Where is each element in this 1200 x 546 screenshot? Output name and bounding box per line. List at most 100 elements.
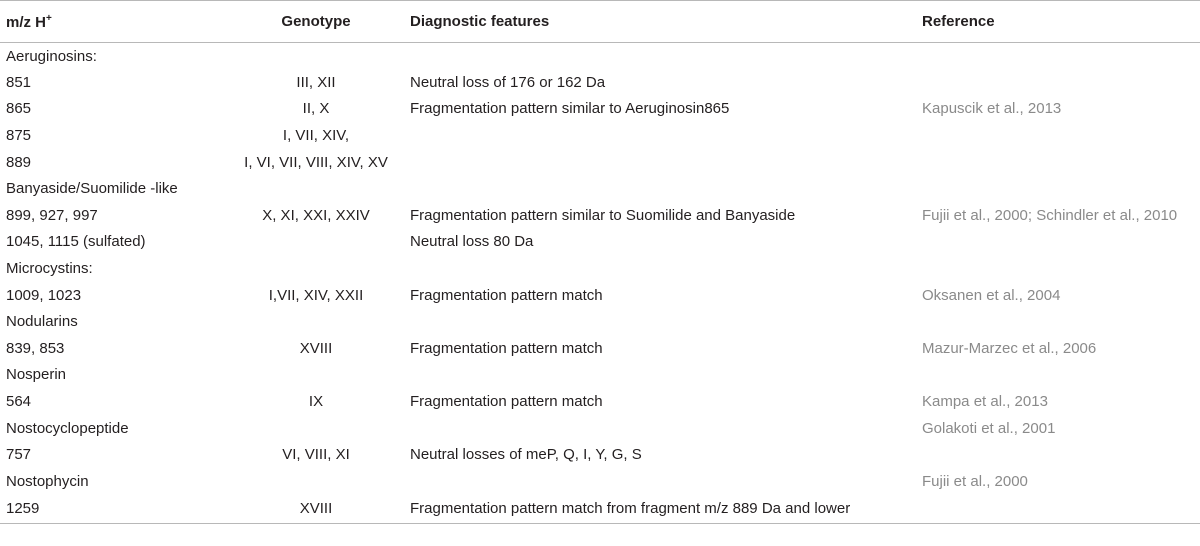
- cell-mz: 1009, 1023: [6, 286, 82, 304]
- cell-reference: Kapuscik et al., 2013: [922, 100, 1062, 118]
- cell-genotype: I, VI, VII, VIII, XIV, XV: [244, 153, 388, 171]
- cell-mz: 1045, 1115 (sulfated): [6, 233, 146, 251]
- cell-genotype: XVIII: [299, 339, 333, 357]
- cell-mz: 839, 853: [6, 339, 65, 357]
- table-row: 875 I, VII, XIV,: [0, 122, 1200, 149]
- cell-mz: 564: [6, 393, 32, 411]
- table-row: 865 II, X Fragmentation pattern similar to…: [0, 96, 1200, 123]
- cell-genotype: [222, 468, 410, 495]
- cell-reference: Fujii et al., 2000; Schindler et al., 20…: [922, 206, 1178, 224]
- cell-genotype: III, XII: [296, 73, 336, 91]
- header-mz-label: m/z H: [6, 13, 47, 31]
- cell-genotype: XVIII: [222, 494, 410, 524]
- cell-genotype: I, VII, XIV,: [282, 127, 350, 145]
- header-features: Diagnostic features: [410, 0, 922, 43]
- cell-reference: Kampa et al., 2013: [922, 393, 1048, 411]
- cell-features: [410, 43, 922, 70]
- cell-features: [410, 415, 922, 442]
- cell-mz: Microcystins:: [6, 260, 93, 278]
- table-row: Nodularins: [0, 308, 1200, 335]
- cell-mz: 1259: [0, 494, 222, 524]
- cell-reference: [922, 308, 1200, 335]
- table-row: 899, 927, 997 X, XI, XXI, XXIV Fragmentati…: [0, 202, 1200, 229]
- table-row: 851 III, XII Neutral loss of 176 or 162 Da: [0, 69, 1200, 96]
- cell-reference: Oksanen et al., 2004: [922, 286, 1061, 304]
- header-reference: Reference: [922, 0, 1200, 43]
- cell-features: Fragmentation pattern match: [410, 393, 603, 411]
- cell-mz: Nosperin: [6, 366, 67, 384]
- cell-features: [410, 362, 922, 389]
- cell-reference: Mazur-Marzec et al., 2006: [922, 339, 1097, 357]
- cell-features: [410, 122, 922, 149]
- data-table: m/z H+ Genotype Diagnostic features Refe…: [0, 0, 1200, 524]
- cell-mz: 757: [6, 446, 32, 464]
- cell-genotype: X, XI, XXI, XXIV: [262, 206, 370, 224]
- cell-mz: 889: [6, 153, 32, 171]
- cell-features: [410, 255, 922, 282]
- cell-features: Fragmentation pattern match: [410, 286, 603, 304]
- cell-reference: [922, 69, 1200, 96]
- cell-mz: 865: [6, 100, 32, 118]
- cell-mz: Nostophycin: [6, 472, 89, 490]
- header-mz-superscript: +: [46, 12, 52, 24]
- cell-genotype: [222, 229, 410, 256]
- cell-reference: [922, 149, 1200, 176]
- cell-genotype: [222, 362, 410, 389]
- cell-mz: Nodularins: [6, 313, 78, 331]
- cell-features: Fragmentation pattern match from fragmen…: [410, 494, 922, 524]
- cell-reference: [922, 229, 1200, 256]
- header-genotype: Genotype: [222, 0, 410, 43]
- cell-genotype: II, X: [302, 100, 330, 118]
- table-row: 757 VI, VIII, XI Neutral losses of meP, Q,…: [0, 441, 1200, 468]
- cell-genotype: I,VII, XIV, XXII: [268, 286, 364, 304]
- table-row: Microcystins:: [0, 255, 1200, 282]
- table-row: Aeruginosins:: [0, 43, 1200, 70]
- cell-mz: Nostocyclopeptide: [6, 419, 129, 437]
- table-row: Nostocyclopeptide Golakoti et al., 2001: [0, 415, 1200, 442]
- cell-reference: [922, 255, 1200, 282]
- cell-features: [410, 308, 922, 335]
- table-row: 1045, 1115 (sulfated) Neutral loss 80 Da: [0, 229, 1200, 256]
- cell-reference: [922, 441, 1200, 468]
- cell-reference: [922, 494, 1200, 524]
- cell-mz: Banyaside/Suomilide -like: [6, 180, 178, 198]
- table-row: 889 I, VI, VII, VIII, XIV, XV: [0, 149, 1200, 176]
- cell-features: Neutral loss of 176 or 162 Da: [410, 73, 606, 91]
- cell-genotype: VI, VIII, XI: [282, 446, 350, 464]
- cell-features: Neutral losses of meP, Q, I, Y, G, S: [410, 446, 642, 464]
- cell-features: [410, 175, 922, 202]
- table-body: Aeruginosins: 851 III, XII Neutral loss of …: [0, 43, 1200, 524]
- cell-genotype: IX: [308, 393, 324, 411]
- cell-reference: Golakoti et al., 2001: [922, 419, 1056, 437]
- cell-features: [410, 468, 922, 495]
- cell-genotype: [222, 43, 410, 70]
- header-row: m/z H+ Genotype Diagnostic features Refe…: [0, 0, 1200, 43]
- table-header: m/z H+ Genotype Diagnostic features Refe…: [0, 0, 1200, 43]
- cell-reference: [922, 43, 1200, 70]
- cell-features: Fragmentation pattern similar to Aerugin…: [410, 100, 730, 118]
- table-row: 564 IX Fragmentation pattern match Kampa et…: [0, 388, 1200, 415]
- table-row: Nostophycin Fujii et al., 2000: [0, 468, 1200, 495]
- cell-features: Fragmentation pattern similar to Suomili…: [410, 206, 796, 224]
- header-mz: m/z H+: [0, 0, 222, 43]
- cell-features: Fragmentation pattern match: [410, 339, 603, 357]
- cell-genotype: [222, 255, 410, 282]
- cell-features: [410, 149, 922, 176]
- cell-features: Neutral loss 80 Da: [410, 233, 534, 251]
- cell-genotype: [222, 415, 410, 442]
- table-row: Banyaside/Suomilide -like: [0, 175, 1200, 202]
- cell-reference: [922, 175, 1200, 202]
- table-row: Nosperin: [0, 362, 1200, 389]
- cell-genotype: [222, 308, 410, 335]
- cell-genotype: [222, 175, 410, 202]
- cell-reference: Fujii et al., 2000: [922, 472, 1028, 490]
- cell-reference: [922, 122, 1200, 149]
- cell-mz: 875: [6, 127, 32, 145]
- table-row: 1009, 1023 I,VII, XIV, XXII Fragmentation …: [0, 282, 1200, 309]
- cell-mz: 899, 927, 997: [6, 206, 98, 224]
- cell-mz: 851: [6, 73, 32, 91]
- cell-reference: [922, 362, 1200, 389]
- cell-mz: Aeruginosins:: [6, 47, 97, 65]
